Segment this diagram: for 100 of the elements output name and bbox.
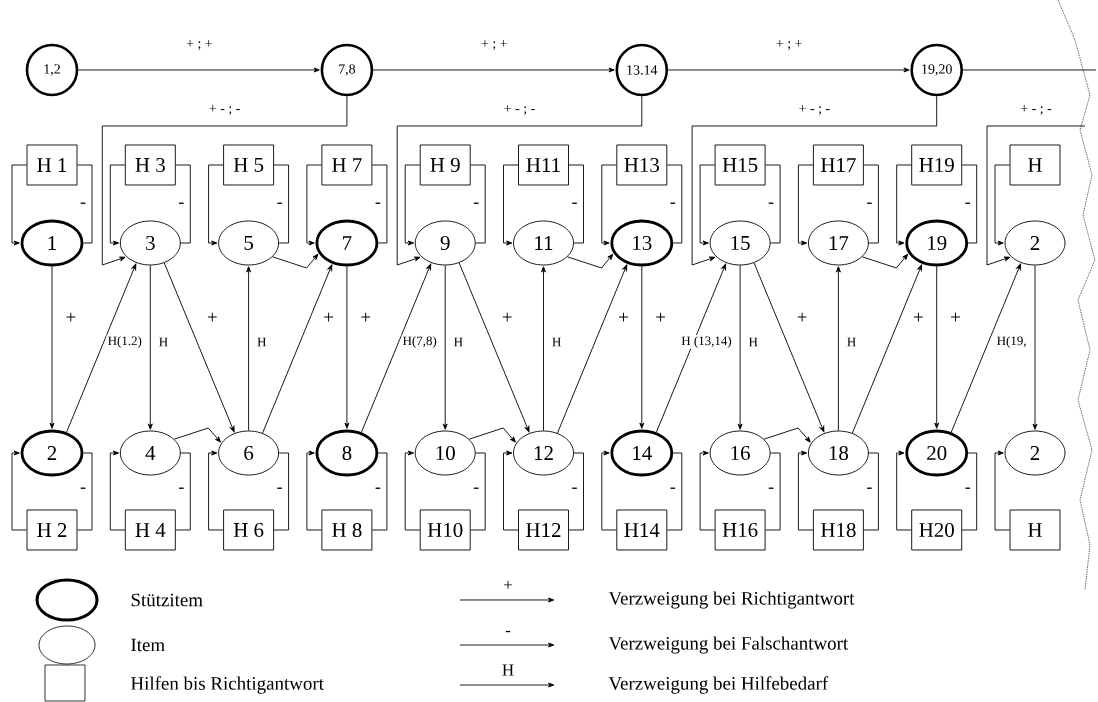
edge-label: -: [79, 201, 87, 209]
arrow: [458, 262, 530, 433]
edge-label: H: [845, 336, 858, 348]
arrow: [306, 450, 322, 531]
arrow: [109, 450, 126, 531]
help-box: H10: [419, 509, 471, 551]
edge-label: +: [322, 311, 335, 325]
arrow: [109, 164, 126, 246]
connector-line: [175, 164, 191, 244]
edge-label: H: [157, 336, 170, 348]
edge-label: -: [963, 486, 972, 494]
edge-label: +: [500, 311, 514, 325]
edge-label: -: [570, 486, 579, 494]
help-box: H 3: [124, 144, 176, 186]
edge-label: -: [373, 201, 382, 209]
connector-line: [470, 164, 486, 244]
arrow: [306, 164, 322, 246]
edge-label: + - ; -: [502, 104, 537, 116]
help-box: H 4: [124, 509, 176, 551]
help-box: H: [1009, 144, 1061, 186]
connector-line: [77, 452, 93, 531]
edge-label: +: [359, 311, 373, 325]
connector-line: [77, 164, 93, 244]
help-box: H15: [714, 144, 766, 186]
help-box: H 2: [26, 509, 78, 551]
edge-label: H(19,: [995, 335, 1028, 349]
edge-label: +: [617, 311, 630, 325]
help-box: H19: [911, 144, 963, 186]
arrow: [737, 265, 743, 430]
edge-label: + - ; -: [797, 104, 832, 116]
arrow: [208, 164, 224, 246]
connector-line: [568, 164, 584, 244]
arrow: [77, 67, 320, 73]
arrow: [861, 253, 909, 269]
help-box: H20: [911, 509, 963, 551]
connector-line: [666, 452, 683, 531]
edge-label: -: [373, 486, 382, 494]
edge-label: + - ; -: [1019, 104, 1053, 116]
arrow: [11, 450, 27, 531]
edge-label: -: [177, 486, 186, 494]
edge-label: + - ; -: [207, 104, 242, 116]
arrow: [344, 265, 350, 429]
edge-label: -: [767, 201, 776, 209]
help-box: H17: [812, 144, 864, 186]
help-box: H13: [616, 144, 668, 186]
arrow: [567, 253, 614, 269]
edge-label: -: [865, 201, 874, 209]
help-box: H 1: [26, 144, 78, 186]
arrow: [246, 266, 252, 431]
edge-label: -: [668, 201, 677, 209]
edge-label: H: [747, 336, 759, 348]
arrow: [763, 427, 811, 443]
connector-line: [175, 452, 191, 531]
help-box: H 8: [321, 509, 373, 551]
arrow-label: +: [504, 581, 512, 589]
help-box: H14: [616, 509, 668, 551]
connector-line: [962, 69, 1097, 71]
legend-text: Item: [131, 638, 165, 652]
connector-line: [961, 164, 978, 244]
connector-line: [765, 452, 781, 531]
edge-label: -: [177, 201, 186, 209]
legend-text: Verzweigung bei Richtigantwort: [608, 591, 855, 609]
arrow: [797, 164, 814, 246]
legend-text: Verzweigung bei Hilfebedarf: [608, 676, 829, 694]
arrow: [934, 265, 940, 429]
arrow: [396, 95, 643, 266]
edge-label: H: [550, 336, 563, 348]
arrow: [994, 164, 1010, 246]
arrow: [468, 427, 516, 443]
edge-label: H(7,8): [401, 335, 438, 349]
arrow: [835, 266, 841, 431]
edge-label: + ; +: [185, 39, 214, 51]
arrow: [163, 262, 235, 433]
arrow: [372, 67, 615, 73]
arrow: [503, 164, 519, 246]
edge-label: +: [205, 311, 219, 325]
arrow: [361, 263, 432, 433]
arrow: [557, 264, 628, 434]
connector-line: [568, 452, 584, 531]
help-box: H11: [518, 144, 569, 186]
arrow-label: H: [502, 664, 514, 676]
arrow: [691, 95, 938, 266]
edge-label: H: [452, 336, 464, 348]
arrow: [49, 265, 55, 429]
arrow: [667, 67, 910, 73]
help-box: H12: [518, 509, 569, 551]
arrow: [699, 164, 716, 246]
arrow: [147, 265, 153, 430]
arrow: [272, 253, 319, 269]
arrow: [639, 265, 645, 429]
edge-label: -: [79, 486, 87, 494]
help-box: H 5: [223, 144, 275, 186]
connector-line: [371, 452, 388, 531]
arrow: [950, 263, 1021, 433]
connector-line: [863, 452, 879, 531]
legend-text: Verzweigung bei Falschantwort: [608, 636, 849, 654]
arrow: [896, 450, 912, 531]
connector-line: [273, 452, 290, 531]
arrow: [753, 262, 825, 433]
edge-label: H: [256, 336, 268, 348]
